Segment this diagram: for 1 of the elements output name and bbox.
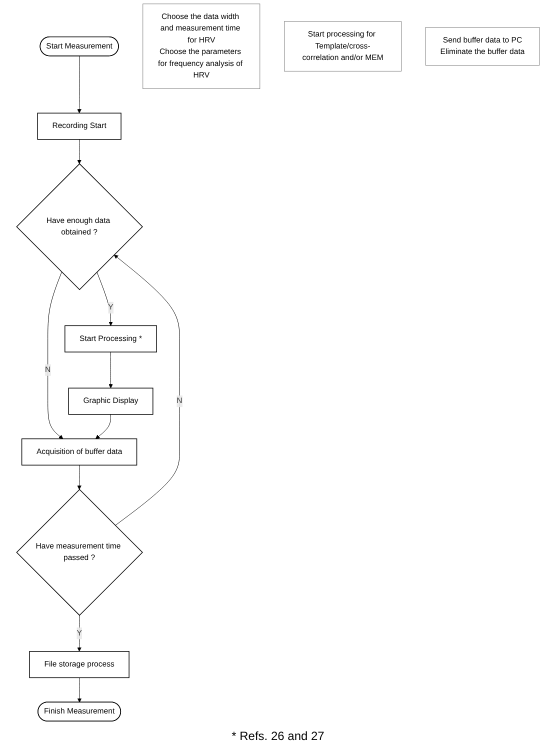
footnote: * Refs. 26 and 27 [230,728,326,745]
